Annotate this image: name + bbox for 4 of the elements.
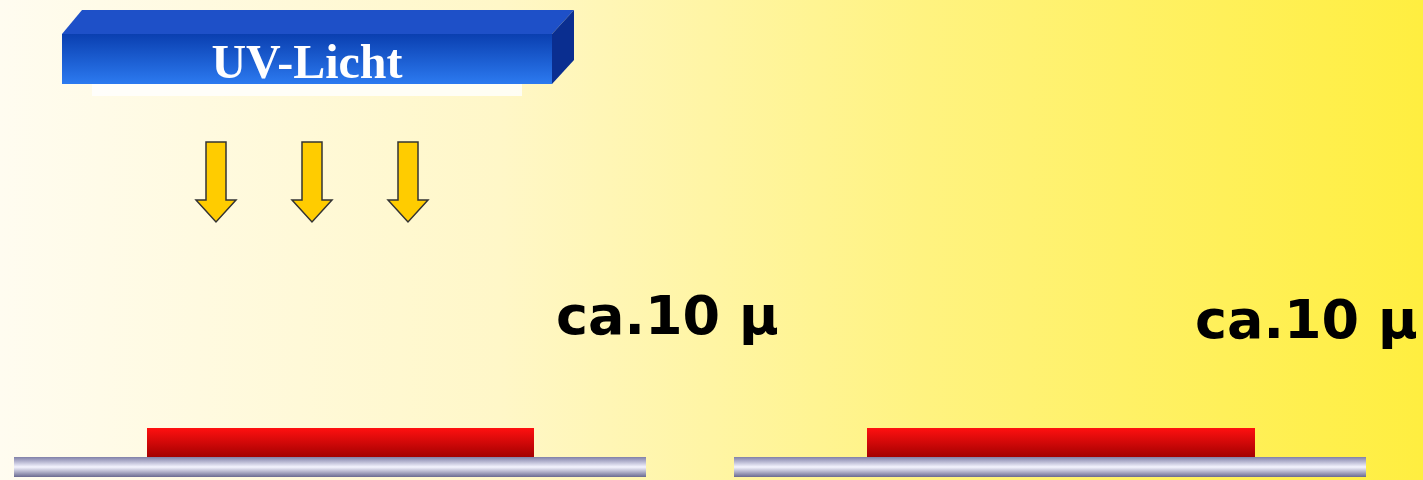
uv-lamp-bar [62, 10, 574, 96]
thickness-label: ca.10 µ [556, 286, 779, 346]
lamp-label: UV-Licht [210, 34, 404, 90]
thickness-label: ca.10 µ [1195, 290, 1418, 350]
